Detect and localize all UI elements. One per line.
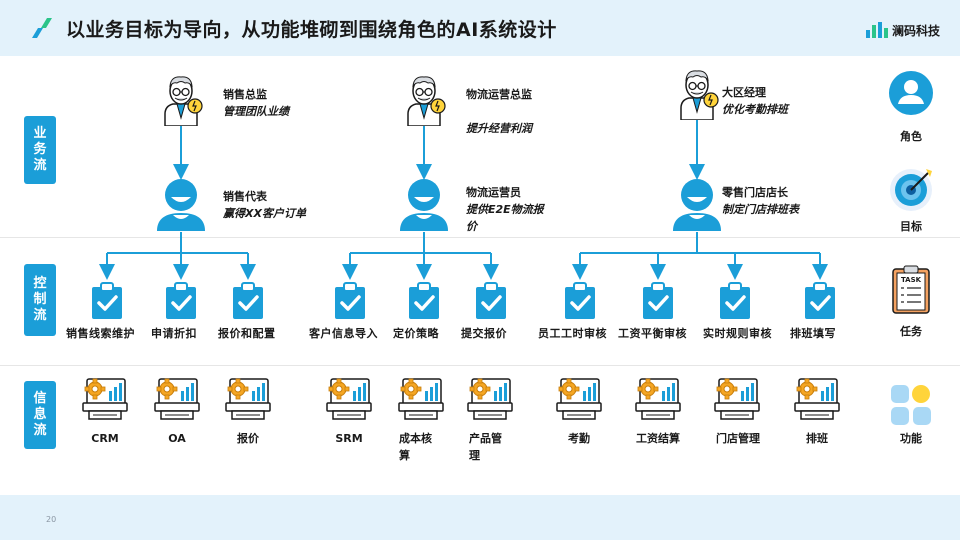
system-icon	[793, 375, 841, 425]
row-divider	[0, 365, 960, 366]
staff-icon	[398, 177, 450, 235]
task-icon	[474, 282, 508, 324]
staff-title: 销售代表	[223, 190, 267, 203]
legend-label-function: 功能	[900, 432, 922, 445]
staff-goal: 提供E2E物流报价	[466, 203, 544, 233]
row-tab-information: 信息流	[24, 381, 56, 449]
header-bar	[0, 0, 960, 56]
manager-goal: 优化考勤排班	[722, 103, 788, 116]
manager-title: 大区经理	[722, 86, 766, 99]
page-title: 以业务目标为导向，从功能堆砌到围绕角色的AI系统设计	[66, 19, 557, 41]
brand-name: 澜码科技	[891, 23, 940, 38]
task-label: 客户信息导入	[309, 327, 378, 340]
task-icon	[407, 282, 441, 324]
system-icon	[634, 375, 682, 425]
system-label: 成本核算	[399, 432, 432, 462]
task-icon	[563, 282, 597, 324]
system-label: 门店管理	[716, 432, 760, 445]
task-label: 员工工时审核	[538, 327, 607, 340]
task-label: 销售线索维护	[66, 327, 135, 340]
task-icon	[718, 282, 752, 324]
system-label: 产品管理	[469, 432, 502, 462]
row-tab-business: 业务流	[24, 116, 56, 184]
system-icon	[397, 375, 445, 425]
legend-label-task: 任务	[900, 325, 922, 338]
task-label: 报价和配置	[218, 327, 276, 340]
system-label: CRM	[91, 432, 119, 445]
staff-goal: 赢得XX客户订单	[223, 207, 306, 220]
task-label: 提交报价	[461, 327, 507, 340]
task-label: 工资平衡审核	[618, 327, 687, 340]
system-icon	[224, 375, 272, 425]
task-label: 实时规则审核	[703, 327, 772, 340]
staff-icon	[155, 177, 207, 235]
manager-title: 销售总监	[223, 88, 267, 101]
task-icon	[231, 282, 265, 324]
manager-icon	[159, 74, 203, 130]
svg-text:TASK: TASK	[901, 276, 922, 284]
manager-icon	[675, 68, 719, 124]
footer-bar	[0, 495, 960, 540]
brand-logo-icon	[865, 22, 888, 38]
row-tab-control: 控制流	[24, 264, 56, 336]
manager-goal: 管理团队业绩	[223, 105, 289, 118]
manager-title: 物流运营总监	[466, 88, 532, 101]
system-icon	[81, 375, 129, 425]
manager-icon	[402, 74, 446, 130]
task-clipboard-icon: TASK	[892, 265, 930, 314]
page-number: 20	[46, 515, 57, 524]
legend-label-role: 角色	[900, 130, 922, 143]
staff-title: 零售门店店长	[722, 186, 788, 199]
row-divider	[0, 237, 960, 238]
person-circle-icon	[889, 71, 933, 115]
task-icon	[333, 282, 367, 324]
system-icon	[325, 375, 373, 425]
manager-goal: 提升经营利润	[466, 122, 532, 135]
system-label: 考勤	[568, 432, 590, 445]
task-icon	[641, 282, 675, 324]
staff-icon	[671, 177, 723, 235]
task-label: 申请折扣	[151, 327, 197, 340]
system-label: SRM	[335, 432, 363, 445]
task-label: 排班填写	[790, 327, 836, 340]
system-icon	[713, 375, 761, 425]
system-icon	[555, 375, 603, 425]
task-icon	[803, 282, 837, 324]
system-label: 工资结算	[636, 432, 680, 445]
system-icon	[466, 375, 514, 425]
system-label: 排班	[806, 432, 828, 445]
task-label: 定价策略	[393, 327, 439, 340]
brand: 澜码科技	[865, 20, 940, 40]
task-icon	[90, 282, 124, 324]
target-icon	[890, 169, 932, 211]
logo-icon	[32, 18, 52, 38]
function-blocks-icon	[891, 385, 931, 425]
system-label: OA	[168, 432, 186, 445]
legend-label-goal: 目标	[900, 220, 922, 233]
system-icon	[153, 375, 201, 425]
staff-goal: 制定门店排班表	[722, 203, 799, 216]
staff-title: 物流运营员	[466, 186, 521, 199]
system-label: 报价	[237, 432, 259, 445]
task-icon	[164, 282, 198, 324]
